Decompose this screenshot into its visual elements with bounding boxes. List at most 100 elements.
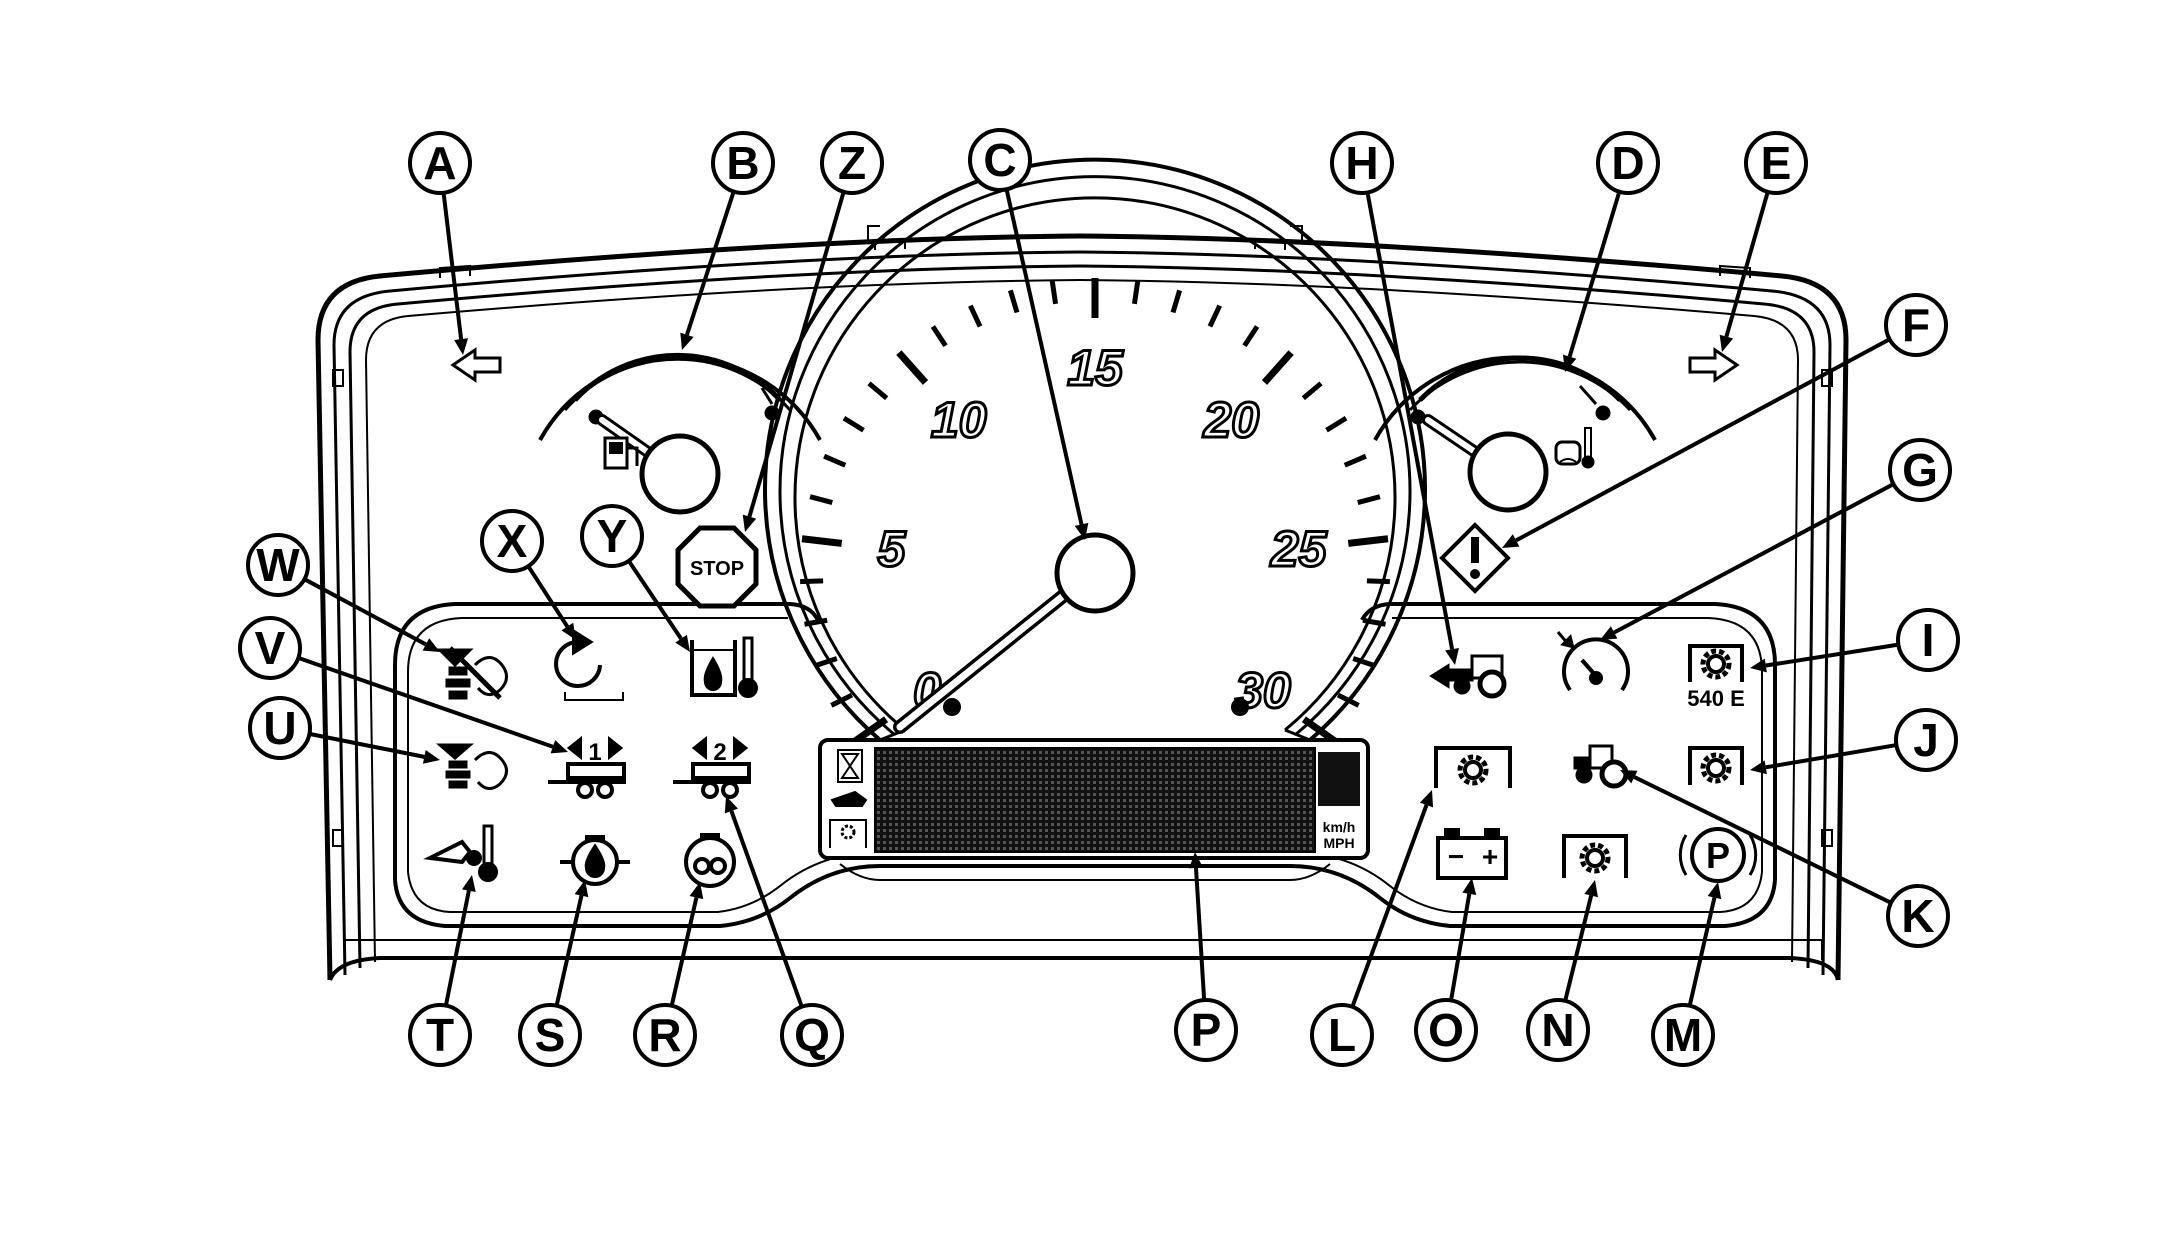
speedometer-label: 10 bbox=[931, 392, 987, 448]
trailer-2-text: 2 bbox=[713, 739, 726, 766]
callout-letter-j: J bbox=[1913, 714, 1939, 766]
transmission-oil-temp-icon bbox=[423, 824, 498, 882]
callout-circle-d bbox=[1596, 131, 1660, 195]
callout-letter-p: P bbox=[1191, 1004, 1222, 1056]
callout-arrow-v bbox=[550, 740, 568, 754]
tractor-mode-icon bbox=[1573, 744, 1629, 789]
trailer-brake-1-icon: 1 bbox=[548, 735, 626, 799]
trailer-brake-2-icon: 2 bbox=[673, 735, 751, 799]
callout-arrow-z bbox=[742, 514, 757, 532]
callout-circle-x bbox=[480, 509, 544, 573]
speedometer-tick bbox=[1347, 535, 1389, 547]
coolant-temp-icon bbox=[1554, 427, 1595, 469]
speedometer-label: 5 bbox=[877, 521, 906, 577]
callout-leader-f bbox=[1515, 337, 1891, 543]
callout-letter-l: L bbox=[1328, 1009, 1356, 1061]
callout-arrow-x bbox=[561, 622, 576, 640]
callout-circle-z bbox=[820, 131, 884, 195]
speedometer-tick bbox=[1301, 381, 1323, 401]
callout-arrow-r bbox=[689, 882, 704, 900]
fuel-pump-icon bbox=[603, 436, 639, 470]
speedometer-tick bbox=[968, 304, 983, 328]
callout-circle-b bbox=[711, 131, 775, 195]
callout-letter-o: O bbox=[1428, 1004, 1464, 1056]
callout-letter-x: X bbox=[497, 515, 528, 567]
display-unit-mph: MPH bbox=[1323, 835, 1354, 851]
regeneration-icon bbox=[554, 628, 624, 701]
callout-circle-h bbox=[1330, 131, 1394, 195]
callout-circle-i bbox=[1896, 608, 1960, 672]
callout-leader-w bbox=[303, 577, 427, 647]
callout-leader-v bbox=[297, 655, 554, 749]
callout-circle-t bbox=[408, 1003, 472, 1067]
callout-leader-i bbox=[1765, 642, 1899, 668]
callout-leader-g bbox=[1613, 482, 1895, 635]
pto-540e-icon: 540 E bbox=[1687, 644, 1745, 711]
speedometer-indicator-right bbox=[1231, 698, 1249, 716]
speedometer-tick bbox=[1366, 578, 1390, 585]
callout-arrow-l bbox=[1419, 790, 1434, 808]
speedometer-tick bbox=[814, 656, 838, 669]
air-filter-icon bbox=[684, 833, 736, 888]
callout-arrow-y bbox=[675, 634, 690, 652]
front-pto-icon bbox=[1434, 746, 1512, 788]
speedometer-tick bbox=[1207, 304, 1222, 328]
speedometer-tick bbox=[1131, 280, 1141, 305]
speedometer-tick bbox=[896, 350, 929, 385]
callout-letter-n: N bbox=[1541, 1004, 1574, 1056]
callout-arrow-d bbox=[1562, 354, 1577, 372]
callout-circle-y bbox=[580, 504, 644, 568]
speedometer-tick bbox=[1049, 280, 1059, 305]
callout-letter-c: C bbox=[983, 134, 1016, 186]
speedometer-hub bbox=[1054, 532, 1136, 614]
coolant-temp-gauge bbox=[1373, 355, 1657, 513]
display-hourglass-icon bbox=[837, 749, 863, 783]
fuel-gauge bbox=[538, 352, 822, 515]
speedometer-tick bbox=[1170, 289, 1183, 314]
callout-leader-k bbox=[1633, 775, 1892, 905]
battery-charge-icon: − + bbox=[1436, 828, 1508, 880]
speedometer-tick bbox=[1336, 692, 1360, 708]
callout-arrow-c bbox=[1074, 522, 1089, 540]
callout-arrow-s bbox=[574, 880, 589, 898]
speedometer-tick bbox=[809, 494, 833, 506]
callout-letter-v: V bbox=[255, 622, 286, 674]
callout-letter-s: S bbox=[535, 1009, 566, 1061]
callout-circle-k bbox=[1886, 884, 1950, 948]
speedometer-tick bbox=[1007, 289, 1020, 314]
speedometer-tick bbox=[930, 325, 948, 348]
speedometer-tick bbox=[1357, 494, 1381, 506]
callout-circle-f bbox=[1884, 293, 1948, 357]
speedometer-tick bbox=[1343, 453, 1367, 468]
callout-letter-t: T bbox=[426, 1009, 454, 1061]
turn-signal-right-icon bbox=[1688, 347, 1740, 383]
speedometer-tick bbox=[801, 535, 843, 547]
speedometer-tick bbox=[842, 416, 865, 433]
rear-pto-icon bbox=[1688, 746, 1744, 785]
callout-arrow-j bbox=[1750, 760, 1767, 775]
callout-letter-u: U bbox=[263, 702, 296, 754]
callout-circle-l bbox=[1310, 1003, 1374, 1067]
speedometer-tick bbox=[804, 617, 828, 627]
callout-arrow-t bbox=[461, 875, 476, 893]
callout-leader-j bbox=[1765, 743, 1897, 770]
callout-letter-k: K bbox=[1901, 890, 1934, 942]
callout-circle-g bbox=[1888, 438, 1952, 502]
callout-leader-h bbox=[1365, 192, 1455, 650]
callout-leader-p bbox=[1193, 867, 1207, 1001]
callout-leader-d bbox=[1567, 191, 1622, 358]
callout-circle-u bbox=[248, 696, 312, 760]
speedometer-label: 20 bbox=[1202, 392, 1259, 448]
callout-arrow-w bbox=[422, 638, 440, 652]
callout-letter-w: W bbox=[256, 539, 300, 591]
callout-circle-p bbox=[1174, 998, 1238, 1062]
callout-letter-a: A bbox=[423, 137, 456, 189]
speedometer-tick bbox=[830, 692, 854, 708]
front-wheel-drive-icon bbox=[1429, 654, 1507, 699]
callout-leader-r bbox=[669, 897, 699, 1007]
callout-circle-r bbox=[633, 1003, 697, 1067]
callout-arrow-u bbox=[422, 749, 440, 764]
callout-arrow-m bbox=[1707, 882, 1722, 900]
